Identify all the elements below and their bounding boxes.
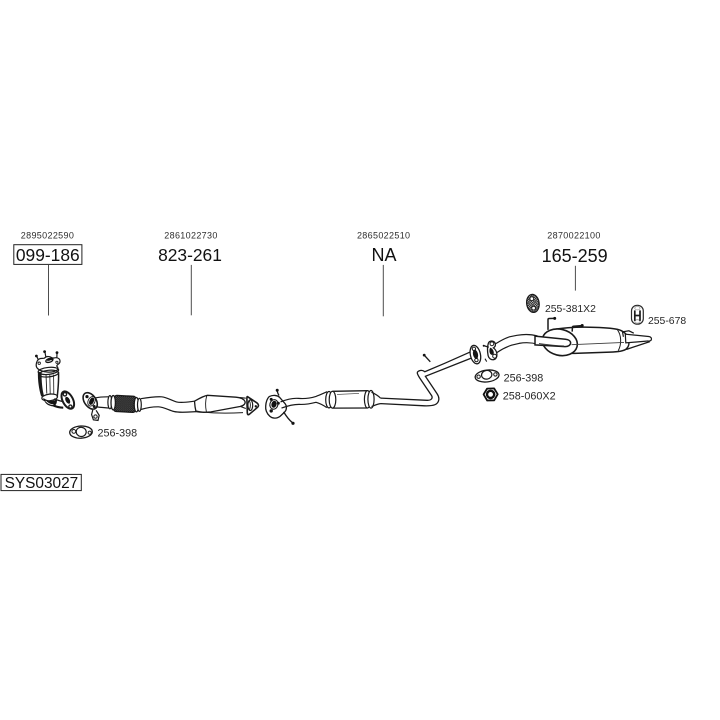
svg-text:255-678: 255-678: [648, 316, 686, 327]
svg-text:165-259: 165-259: [542, 246, 608, 266]
svg-text:SYS03027: SYS03027: [5, 475, 79, 492]
svg-text:255-381X2: 255-381X2: [545, 304, 596, 315]
svg-text:2870022100: 2870022100: [547, 231, 600, 241]
svg-text:099-186: 099-186: [16, 245, 80, 265]
svg-text:256-398: 256-398: [504, 373, 544, 385]
svg-text:823-261: 823-261: [158, 245, 222, 265]
svg-text:256-398: 256-398: [98, 428, 138, 440]
svg-text:2865022510: 2865022510: [357, 231, 410, 241]
svg-text:2861022730: 2861022730: [164, 231, 217, 241]
svg-text:NA: NA: [371, 245, 396, 265]
svg-text:2895022590: 2895022590: [21, 231, 74, 241]
svg-text:258-060X2: 258-060X2: [503, 391, 556, 403]
